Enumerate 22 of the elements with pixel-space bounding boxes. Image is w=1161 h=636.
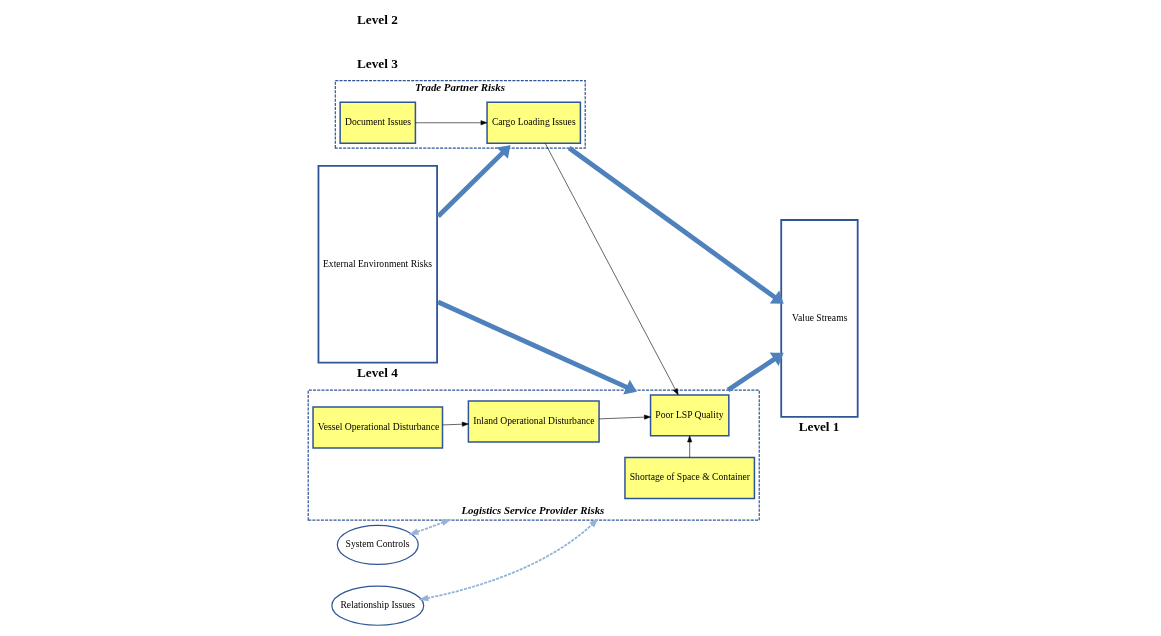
arrow	[436, 299, 637, 395]
node-box: Document Issues	[338, 101, 416, 144]
arrow	[408, 519, 451, 535]
arrow	[441, 421, 469, 427]
label: Level 3	[356, 55, 398, 71]
node-label: Level 4	[356, 365, 398, 381]
arrow	[726, 352, 784, 393]
arrow	[436, 145, 510, 218]
node-box: Vessel Operational Disturbance	[311, 406, 443, 449]
node-label: Level 1	[798, 419, 839, 435]
node-box: Shortage of Space & Container	[623, 456, 755, 500]
arrow	[544, 143, 678, 396]
node-box: Inland Operational Disturbance	[467, 400, 600, 443]
arrow	[598, 414, 651, 420]
node-box: Poor LSP Quality	[649, 394, 730, 437]
node-box: Cargo Loading Issues	[485, 101, 581, 144]
arrow	[567, 146, 784, 304]
arrow	[686, 435, 692, 458]
label: Level 2	[356, 12, 398, 28]
arrow	[414, 120, 487, 126]
node-ellipse: Relationship Issues	[330, 585, 424, 626]
arrow	[418, 518, 599, 602]
